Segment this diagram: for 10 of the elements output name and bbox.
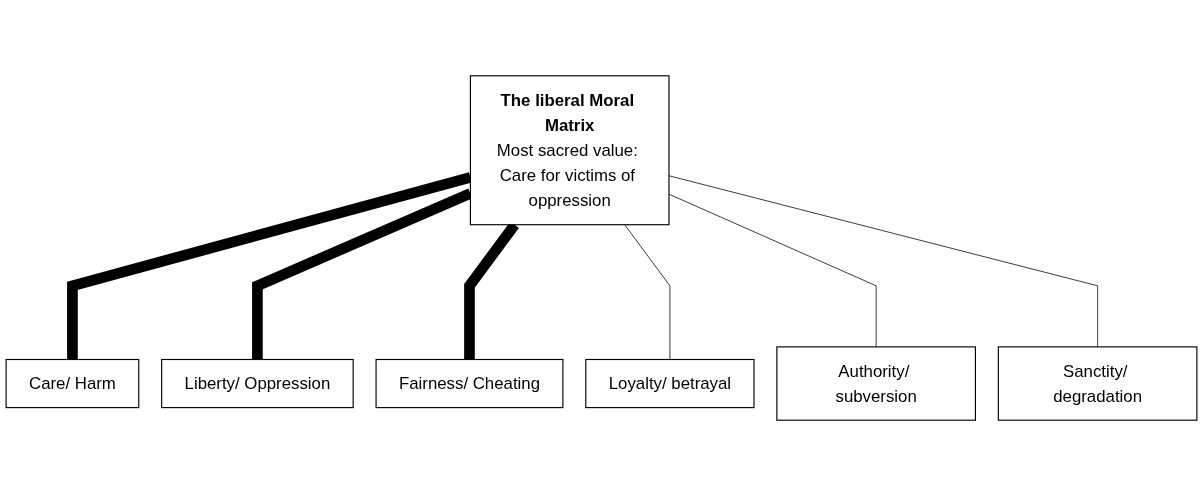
connector [668,193,877,348]
node-box: Loyalty/ betrayal [585,358,755,409]
node-box: Sanctity/ degradation [997,346,1198,421]
connector [668,175,1098,348]
node-box: Fairness/ Cheating [375,358,564,409]
connector [624,224,671,360]
node-box: Liberty/ Oppression [161,358,354,409]
node-box: Care/ Harm [5,358,140,409]
node-box: Authority/ subversion [776,346,976,421]
node-box: The liberal Moral Matrix Most sacred value: Care for victims of oppression [469,75,670,226]
